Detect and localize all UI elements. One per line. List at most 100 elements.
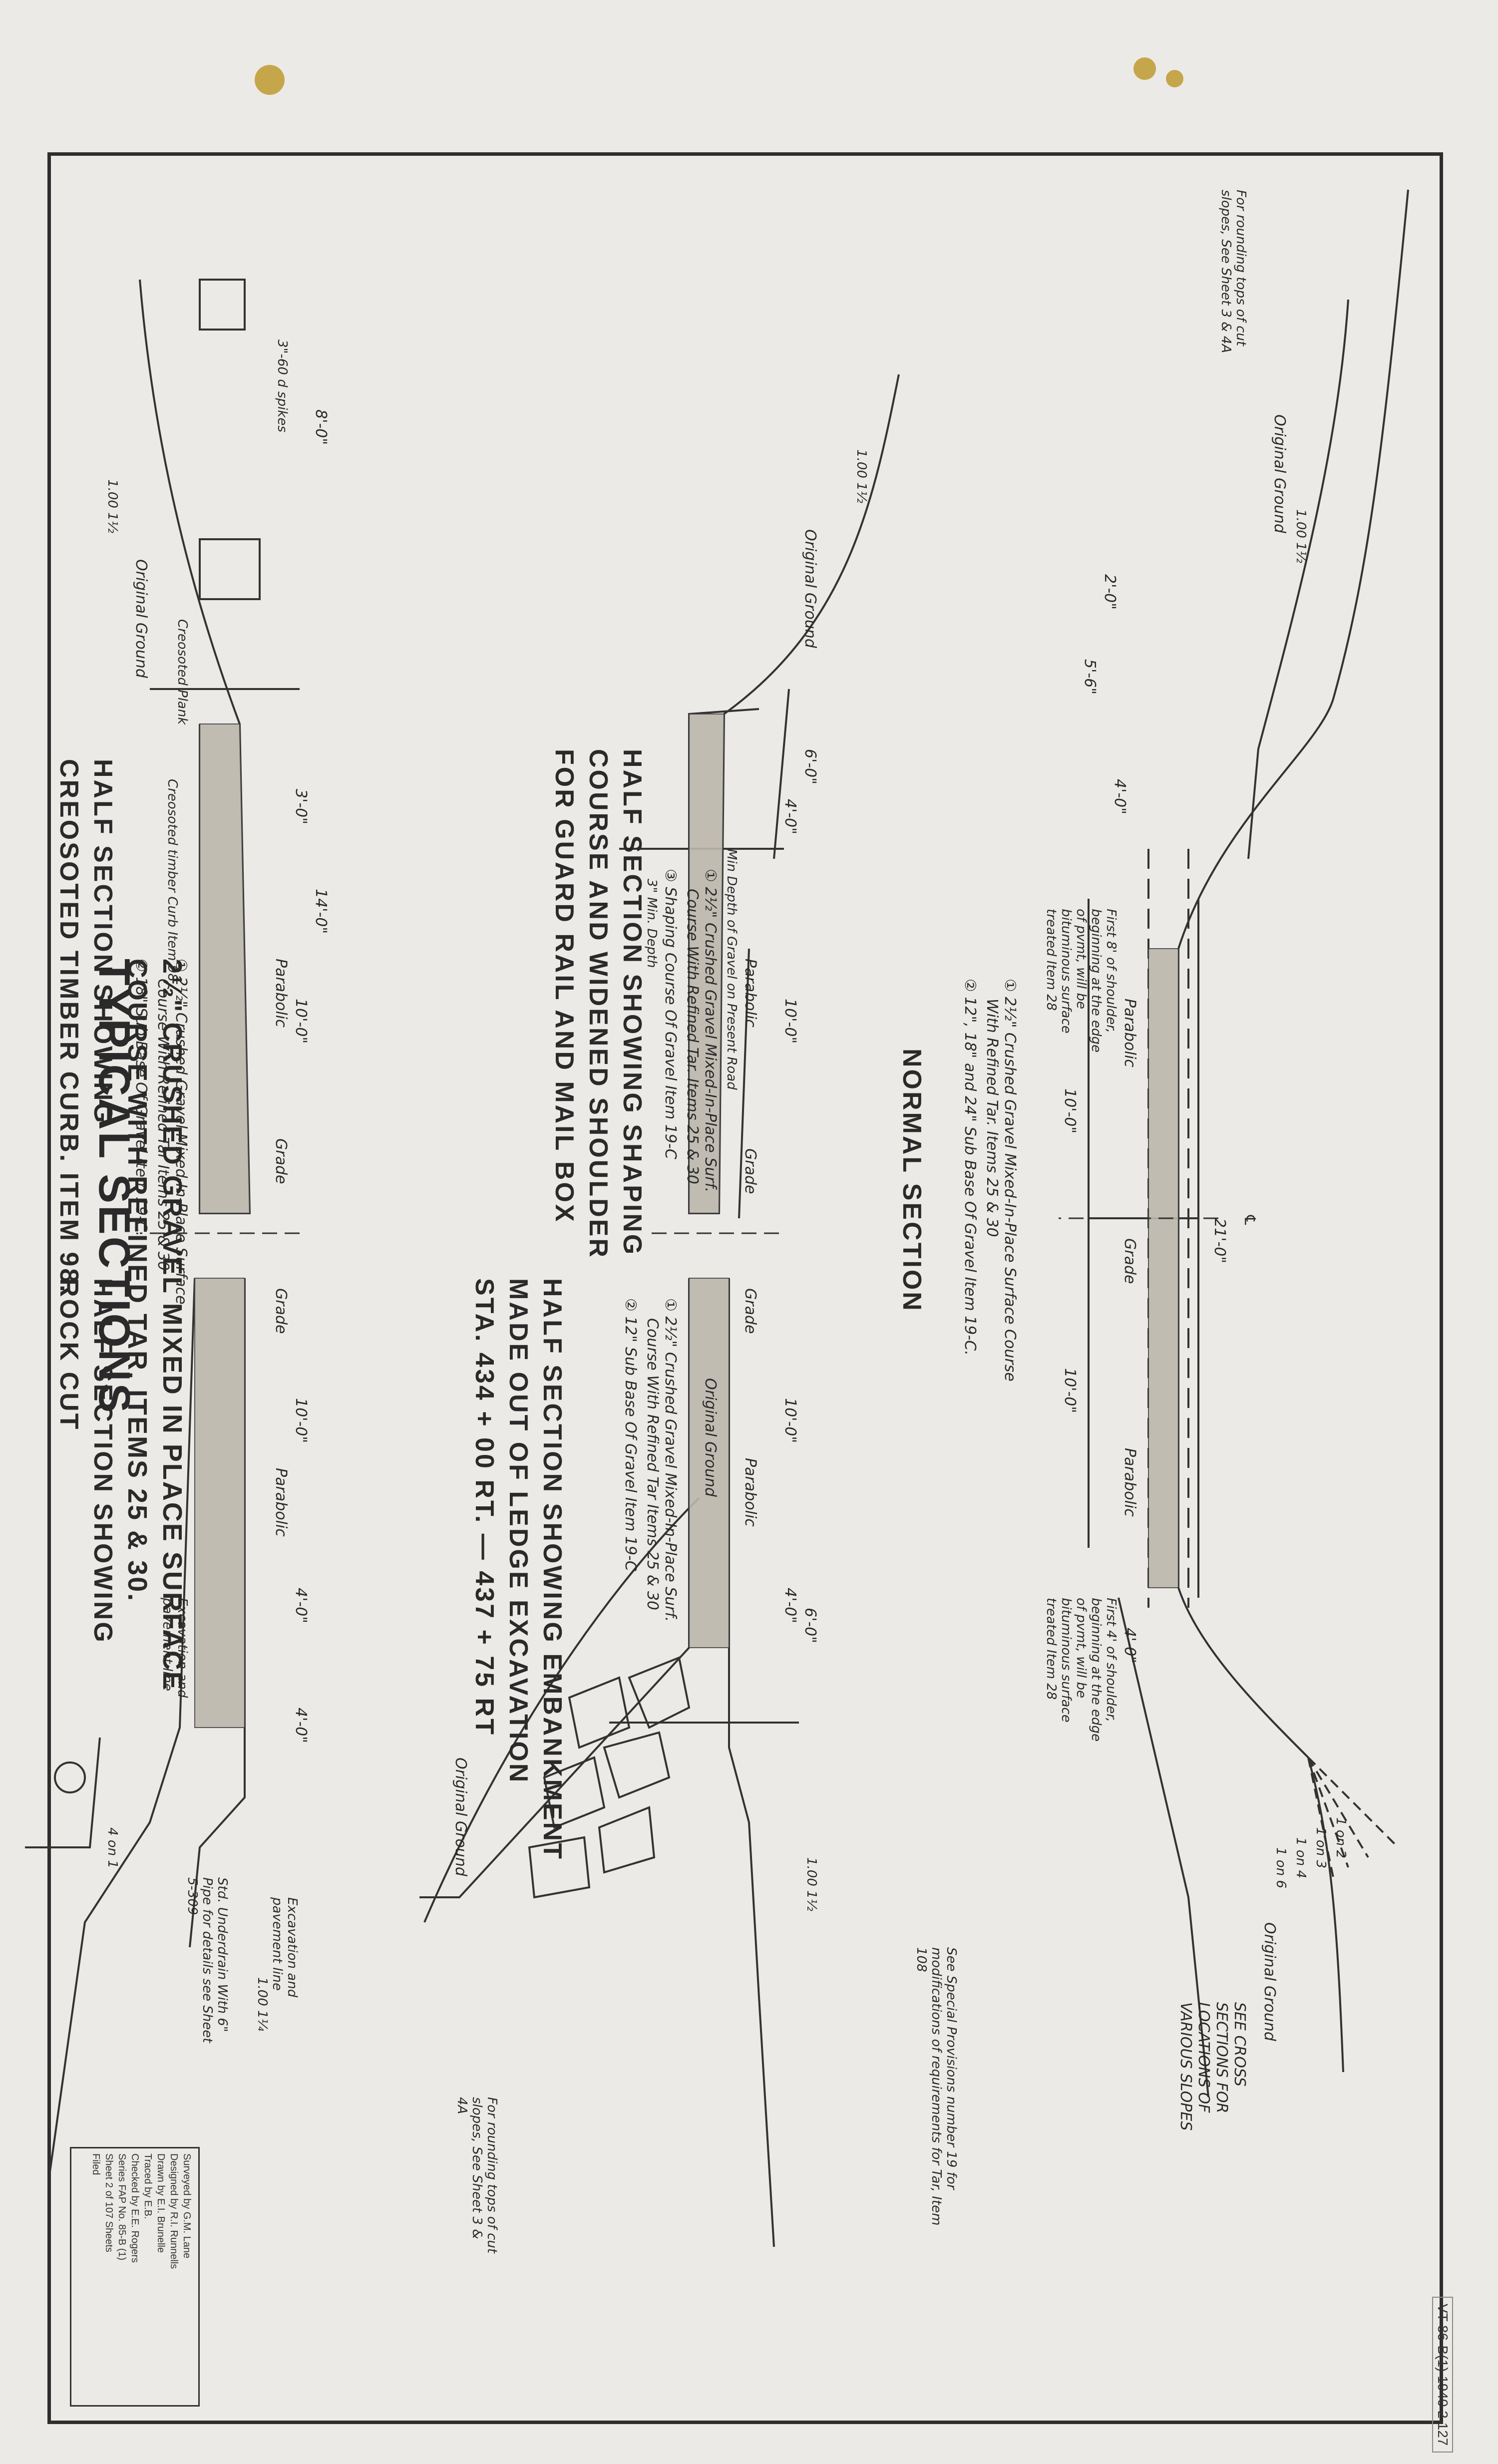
rock-cut-grade: Grade <box>272 1288 290 1334</box>
see-cross-sections-note: SEE CROSS SECTIONS FOR LOCATIONS OF VARI… <box>1177 2002 1248 2131</box>
rock-cut-slope-2: 4 on 1 <box>105 1827 120 1868</box>
curb-grade: Grade <box>272 1138 290 1184</box>
guard-rail-slope: 1.00 1½ <box>854 449 869 503</box>
curb-surface-band <box>199 723 251 1214</box>
special-provisions-note: See Special Provisions number 19 for mod… <box>914 1947 959 2226</box>
embankment-dim-10: 10'-0" <box>781 1398 799 1443</box>
rock-cut-dim-4b: 4'-0" <box>292 1708 310 1744</box>
embankment-original-ground: Original Ground <box>702 1378 719 1497</box>
normal-dim-2: 2'-0" <box>1101 574 1119 610</box>
normal-dim-10-left: 10'-0" <box>1061 1088 1079 1134</box>
curb-spikes-note: 3"-60 d spikes <box>275 340 290 432</box>
curb-dim-10: 10'-0" <box>292 999 310 1044</box>
curb-timber-note: Creosoted timber Curb Item 98 <box>165 779 180 982</box>
curb-section-title: HALF SECTION SHOWING CREOSOTED TIMBER CU… <box>52 759 120 1294</box>
normal-original-ground-top: Original Ground <box>1271 414 1288 533</box>
curb-title-line-1: HALF SECTION SHOWING <box>88 759 117 1125</box>
guard-rail-dim-10: 10'-0" <box>781 999 799 1044</box>
embankment-slope: 1.00 1½ <box>804 1857 819 1911</box>
rock-cut-dim-10: 10'-0" <box>292 1398 310 1443</box>
curb-slope: 1.00 1½ <box>105 479 120 533</box>
embankment-rounding: For rounding tops of cut slopes, See She… <box>454 2097 499 2254</box>
curb-parabolic: Parabolic <box>272 959 290 1028</box>
title-block: Surveyed by G.M. Lane Designed by R.I. R… <box>70 2147 200 2407</box>
guard-rail-three-inch: 3" Min. Depth <box>644 879 659 968</box>
drawing-border <box>47 152 1443 2424</box>
ledge-stones <box>528 1656 691 1899</box>
guard-rail-title-line-1: HALF SECTION SHOWING SHAPING <box>618 749 647 1257</box>
curb-original-ground: Original Ground <box>132 559 150 678</box>
file-stamp: VT 86-B(1) 1940 2 127 <box>1432 2297 1453 2453</box>
embankment-section-title: HALF SECTION SHOWING EMBANKMENT MADE OUT… <box>467 1278 569 1861</box>
guard-rail-note-1: ① 2½" Crushed Gravel Mixed-In-Place Surf… <box>702 869 719 1193</box>
normal-dim-21: 21'-0" <box>1211 1218 1228 1264</box>
guard-rail-note-3: ③ Shaping Course Of Gravel Item 19-C <box>662 869 679 1159</box>
curb-creosoted-plank: Creosoted Plank <box>175 619 190 725</box>
normal-slope-3: 1 on 3 <box>1313 1827 1328 1868</box>
guard-rail-note-1b: Course With Refined Tar. Items 25 & 30 <box>684 889 701 1184</box>
normal-rounding-note: For rounding tops of cut slopes, See She… <box>1218 190 1248 353</box>
embankment-note-1b: Course With Refined Tar Items 25 & 30 <box>644 1318 661 1611</box>
normal-slope-2: 1 on 2 <box>1333 1817 1348 1858</box>
embankment-original-ground-2: Original Ground <box>452 1758 469 1876</box>
normal-centerline: ℄ <box>1241 1213 1258 1227</box>
normal-original-ground-bottom: Original Ground <box>1261 1922 1278 2041</box>
rock-cut-title-line-2: ROCK CUT <box>54 1278 83 1431</box>
normal-first-shoulder-left: First 8' of shoulder, beginning at the e… <box>1044 909 1119 1053</box>
filed-label: Filed <box>90 2153 101 2175</box>
punch-hole <box>255 65 285 95</box>
rock-cut-title-line-1: HALF SECTION SHOWING <box>88 1278 117 1644</box>
embankment-surface-band <box>689 1278 730 1648</box>
embankment-dim-4: 4'-0" <box>781 1588 799 1624</box>
guard-rail-dim-4: 4'-0" <box>781 799 799 835</box>
embankment-parabolic: Parabolic <box>742 1458 759 1527</box>
rock-cut-surface-band <box>194 1278 245 1728</box>
normal-slope-4: 1 on 4 <box>1293 1837 1308 1878</box>
rock-cut-parabolic: Parabolic <box>272 1468 290 1537</box>
embankment-grade: Grade <box>742 1288 759 1334</box>
embankment-title-line-3: STA. 434 + 00 RT. — 437 + 75 RT <box>470 1278 499 1737</box>
drawn-by: Drawn by E.I. Brunelle <box>155 2153 166 2253</box>
normal-dim-5-6: 5'-6" <box>1081 659 1099 695</box>
guard-rail-title-line-2: COURSE AND WIDENED SHOULDER <box>584 749 613 1259</box>
designed-by: Designed by R.I. Runnells <box>168 2153 179 2269</box>
embankment-title-line-1: HALF SECTION SHOWING EMBANKMENT <box>538 1278 567 1861</box>
checked-by: Checked by E.E. Rogers <box>129 2153 140 2263</box>
rock-cut-section-drawing <box>25 1278 246 2172</box>
guard-rail-dim-6: 6'-0" <box>801 749 819 785</box>
embankment-note-1: ① 2½" Crushed Gravel Mixed-In-Place Surf… <box>662 1298 679 1622</box>
rock-cut-excavation-top: Excavation and pavement line <box>160 1598 190 1698</box>
curb-section-drawing <box>139 279 300 1214</box>
normal-note-1: ① 2½" Crushed Gravel Mixed-In-Place Surf… <box>1001 979 1019 1382</box>
normal-grade-label: Grade <box>1121 1238 1138 1284</box>
curb-title-line-2: CREOSOTED TIMBER CURB. ITEM 98. <box>54 759 83 1294</box>
guard-rail-surface-band <box>689 713 725 1214</box>
normal-first-shoulder-right: First 4' of shoulder, beginning at the e… <box>1044 1598 1119 1742</box>
rock-cut-underdrain: Std. Underdrain With 6" Pipe for details… <box>185 1877 230 2043</box>
rock-cut-dim-4a: 4'-0" <box>292 1588 310 1624</box>
normal-section-title: NORMAL SECTION <box>897 1049 926 1313</box>
curb-dim-8: 8'-0" <box>312 409 330 445</box>
normal-dim-4-right: 4'-0" <box>1121 1628 1138 1664</box>
normal-dim-4-left: 4'-0" <box>1111 779 1128 815</box>
guard-rail-section-title: HALF SECTION SHOWING SHAPING COURSE AND … <box>547 749 649 1259</box>
curb-note-1: ① 2½" Crushed Gravel Mixed-In-Place Surf… <box>172 959 190 1305</box>
guard-rail-title-line-3: FOR GUARD RAIL AND MAIL BOX <box>550 749 579 1224</box>
normal-note-2: ② 12", 18" and 24" Sub Base Of Gravel It… <box>961 979 979 1356</box>
curb-note-2: ② 18" Sub Base Of Gravel Item 19-C. <box>132 959 150 1237</box>
sheet-no: Sheet 2 of 107 Sheets <box>103 2153 114 2252</box>
rock-cut-excavation-bottom: Excavation and pavement line <box>270 1897 300 1998</box>
normal-parabolic-right: Parabolic <box>1121 1448 1138 1517</box>
normal-section-drawing <box>1088 189 1409 2098</box>
guard-rail-min-depth: Min Depth of Gravel on Present Road <box>724 849 739 1090</box>
embankment-title-line-2: MADE OUT OF LEDGE EXCAVATION <box>504 1278 533 1784</box>
curb-dim-3: 3'-0" <box>292 789 310 825</box>
series-no: Series FAP No. 85-B (1) <box>116 2153 127 2261</box>
normal-parabolic-left: Parabolic <box>1121 999 1138 1067</box>
guard-rail-grade: Grade <box>742 1148 759 1194</box>
surveyed-by: Surveyed by G.M. Lane <box>181 2153 192 2259</box>
normal-dim-10-right: 10'-0" <box>1061 1368 1079 1413</box>
normal-slope-6: 1 on 6 <box>1273 1847 1288 1888</box>
